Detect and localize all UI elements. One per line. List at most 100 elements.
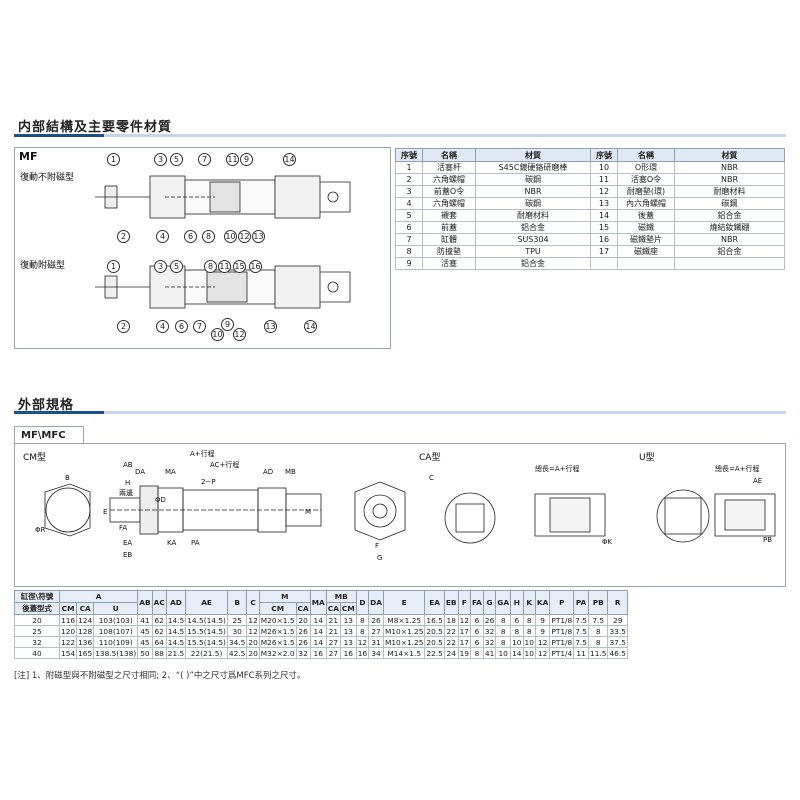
col-header: D [355, 590, 370, 615]
table-cell: 8 [395, 245, 423, 258]
table-cell: 16 [355, 647, 370, 659]
dim-label: ΦD [155, 496, 166, 504]
dim-label: G [377, 554, 382, 562]
table-cell: 120 [58, 625, 78, 637]
table-cell: 6 [469, 636, 484, 648]
table-cell: 20.5 [424, 636, 445, 648]
dim-label: F [375, 542, 379, 550]
table-cell: 26 [482, 614, 497, 626]
dim-label: AE [753, 477, 762, 485]
table-cell: M10×1.25 [382, 625, 426, 637]
col-header: P [549, 590, 575, 615]
section-divider [14, 134, 786, 137]
table-header-row: 缸徑\符號 A AB AC AD AE B C M MA MB D DA E E… [14, 590, 628, 615]
callout: 2 [117, 320, 130, 333]
table-cell: 8 [587, 636, 609, 648]
table-cell: 7 [395, 233, 423, 246]
col-header: E [382, 590, 426, 615]
external-drawing-panel: CM型 CA型 U型 [14, 443, 786, 587]
table-cell: 8 [587, 625, 609, 637]
table-cell: M10×1.25 [382, 636, 426, 648]
dim-label: EB [123, 551, 132, 559]
table-cell: 26 [295, 625, 311, 637]
table-cell: M26×1.5 [258, 625, 297, 637]
table-cell: 108(107) [93, 625, 139, 637]
col-header: M [258, 590, 311, 603]
col-header: CA [325, 602, 341, 615]
table-cell: 41 [482, 647, 497, 659]
table-cell: 20.5 [424, 625, 445, 637]
dim-label: B [65, 474, 70, 482]
dim-label: FA [119, 524, 127, 532]
col-header: GA [495, 590, 512, 615]
table-cell: 碳鋼 [475, 173, 591, 186]
table-cell: 12 [457, 614, 471, 626]
table-cell: 鋁合金 [674, 209, 785, 222]
callout: 8 [204, 260, 217, 273]
table-cell: 15.5(14.5) [185, 636, 228, 648]
table-cell: 前蓋 [422, 221, 476, 234]
callout: 5 [170, 153, 183, 166]
table-cell: 26 [295, 636, 311, 648]
table-cell: 45 [137, 636, 153, 648]
table-cell: 14.5 [165, 636, 187, 648]
col-header: 缸徑\符號 [14, 590, 60, 603]
callout: 1 [107, 153, 120, 166]
table-cell: 20 [14, 614, 60, 626]
table-cell: 46.5 [607, 647, 628, 659]
table-cell: 4 [395, 197, 423, 210]
table-cell: 14 [510, 647, 524, 659]
col-header: R [607, 590, 628, 615]
table-cell: 鋁合金 [475, 257, 591, 270]
table-cell: 14 [309, 636, 327, 648]
table-cell: 六角螺帽 [422, 173, 476, 186]
col-header: PA [573, 590, 589, 615]
table-cell: 13 [339, 636, 357, 648]
col-header: 名稱 [422, 148, 476, 162]
table-cell: 磁鐵墊片 [617, 233, 675, 246]
table-cell: 110(109) [93, 636, 139, 648]
col-header: 後蓋型式 [14, 602, 60, 615]
table-cell: 12 [534, 647, 551, 659]
table-cell: 13 [339, 625, 357, 637]
section-title-internal: 内部結構及主要零件材質 [18, 120, 173, 135]
dim-label: MA [165, 468, 176, 476]
table-cell: 32 [14, 636, 60, 648]
callout: 3 [154, 153, 167, 166]
col-header: AB [137, 590, 153, 615]
table-cell: 2 [395, 173, 423, 186]
dim-label: E [103, 508, 107, 516]
callout: 6 [184, 230, 197, 243]
table-cell: O形環 [617, 161, 675, 174]
table-cell: 襯套 [422, 209, 476, 222]
table-cell: 34.5 [226, 636, 248, 648]
table-cell: 25 [226, 614, 248, 626]
table-cell: M20×1.5 [258, 614, 297, 626]
col-header: KA [534, 590, 551, 615]
table-cell: 6 [395, 221, 423, 234]
table-cell: 7.5 [573, 625, 589, 637]
table-cell: 7.5 [587, 614, 609, 626]
col-header: 名稱 [617, 148, 675, 162]
table-cell: 45 [137, 625, 153, 637]
col-header: CA [295, 602, 311, 615]
external-dimension-drawing: A+行程 AC+行程 總長=A+行程 總長=A+行程 2−P 兩邊 AB H D… [35, 449, 776, 562]
table-cell: M8×1.25 [382, 614, 426, 626]
table-cell: 136 [76, 636, 95, 648]
table-cell: 124 [76, 614, 95, 626]
callout: 10 [211, 328, 224, 341]
dim-label: KA [167, 539, 176, 547]
cm-type-label: CM型 [23, 453, 47, 463]
dim-label: AB [123, 461, 133, 469]
table-cell: 16.5 [424, 614, 445, 626]
table-cell [590, 257, 618, 270]
dim-label: EA [123, 539, 132, 547]
table-cell: 6 [510, 614, 524, 626]
table-cell: M14×1.5 [382, 647, 426, 659]
table-cell: M26×1.5 [258, 636, 297, 648]
col-header: DA [368, 590, 384, 615]
